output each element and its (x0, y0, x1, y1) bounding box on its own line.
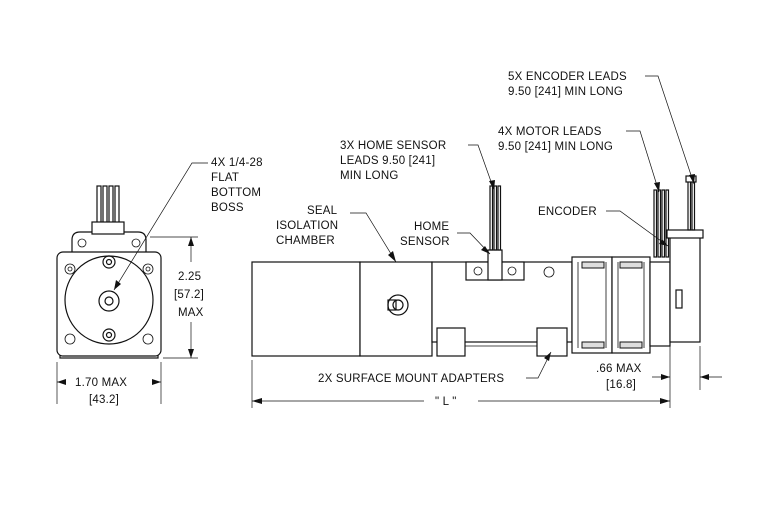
end-view (56, 185, 162, 359)
boss-callout: 4X 1/4-28 FLAT BOTTOM BOSS (113, 157, 263, 291)
encoder (666, 175, 704, 343)
seal-line2: ISOLATION (276, 220, 338, 232)
step-motor (571, 189, 671, 354)
width-dimension: 1.70 MAX [43.2] (56, 362, 162, 406)
seal-line3: CHAMBER (276, 235, 335, 247)
adapters-label: 2X SURFACE MOUNT ADAPTERS (318, 373, 504, 385)
side-view (251, 175, 704, 357)
width-value: 1.70 MAX (75, 377, 127, 389)
home-sensor-line1: HOME (414, 221, 449, 233)
boss-label-line2: FLAT (211, 172, 239, 184)
height-value: 2.25 (178, 271, 201, 283)
home-sensor-leads-line2: LEADS 9.50 [241] (340, 155, 435, 167)
encoder-label: ENCODER (538, 206, 597, 218)
encoder-leads-line1: 5X ENCODER LEADS (508, 71, 627, 83)
encoder-dimension: .66 MAX [16.8] (596, 346, 722, 408)
boss-label-line4: BOSS (211, 202, 244, 214)
boss-label-line3: BOTTOM (211, 187, 261, 199)
home-sensor (465, 185, 525, 281)
boss-label-line1: 4X 1/4-28 (211, 157, 263, 169)
width-mm: [43.2] (89, 394, 119, 406)
home-sensor-leads-callout: 3X HOME SENSOR LEADS 9.50 [241] MIN LONG (340, 140, 495, 191)
height-dimension: 2.25 [57.2] MAX (150, 236, 204, 359)
encoder-leads-callout: 5X ENCODER LEADS 9.50 [241] MIN LONG (508, 71, 695, 185)
end-view-leads (91, 185, 125, 235)
encoder-dim-mm: [16.8] (606, 379, 636, 391)
encoder-dim-value: .66 MAX (596, 363, 642, 375)
seal-callout: SEAL ISOLATION CHAMBER (276, 205, 397, 263)
length-label: " L " (435, 396, 457, 408)
height-mm: [57.2] (174, 289, 204, 301)
motor-leads-callout: 4X MOTOR LEADS 9.50 [241] MIN LONG (498, 126, 660, 193)
length-dimension: " L " (251, 360, 670, 408)
home-sensor-callout: HOME SENSOR (400, 221, 491, 255)
seal-line1: SEAL (307, 205, 338, 217)
home-sensor-leads-line1: 3X HOME SENSOR (340, 140, 446, 152)
home-sensor-leads-line3: MIN LONG (340, 170, 398, 182)
motor-leads-line1: 4X MOTOR LEADS (498, 126, 602, 138)
home-sensor-line2: SENSOR (400, 236, 450, 248)
motor-leads-line2: 9.50 [241] MIN LONG (498, 141, 613, 153)
height-note: MAX (178, 307, 204, 319)
adapters-callout: 2X SURFACE MOUNT ADAPTERS (318, 351, 552, 385)
encoder-leads-line2: 9.50 [241] MIN LONG (508, 86, 623, 98)
encoder-callout: ENCODER (538, 206, 669, 247)
